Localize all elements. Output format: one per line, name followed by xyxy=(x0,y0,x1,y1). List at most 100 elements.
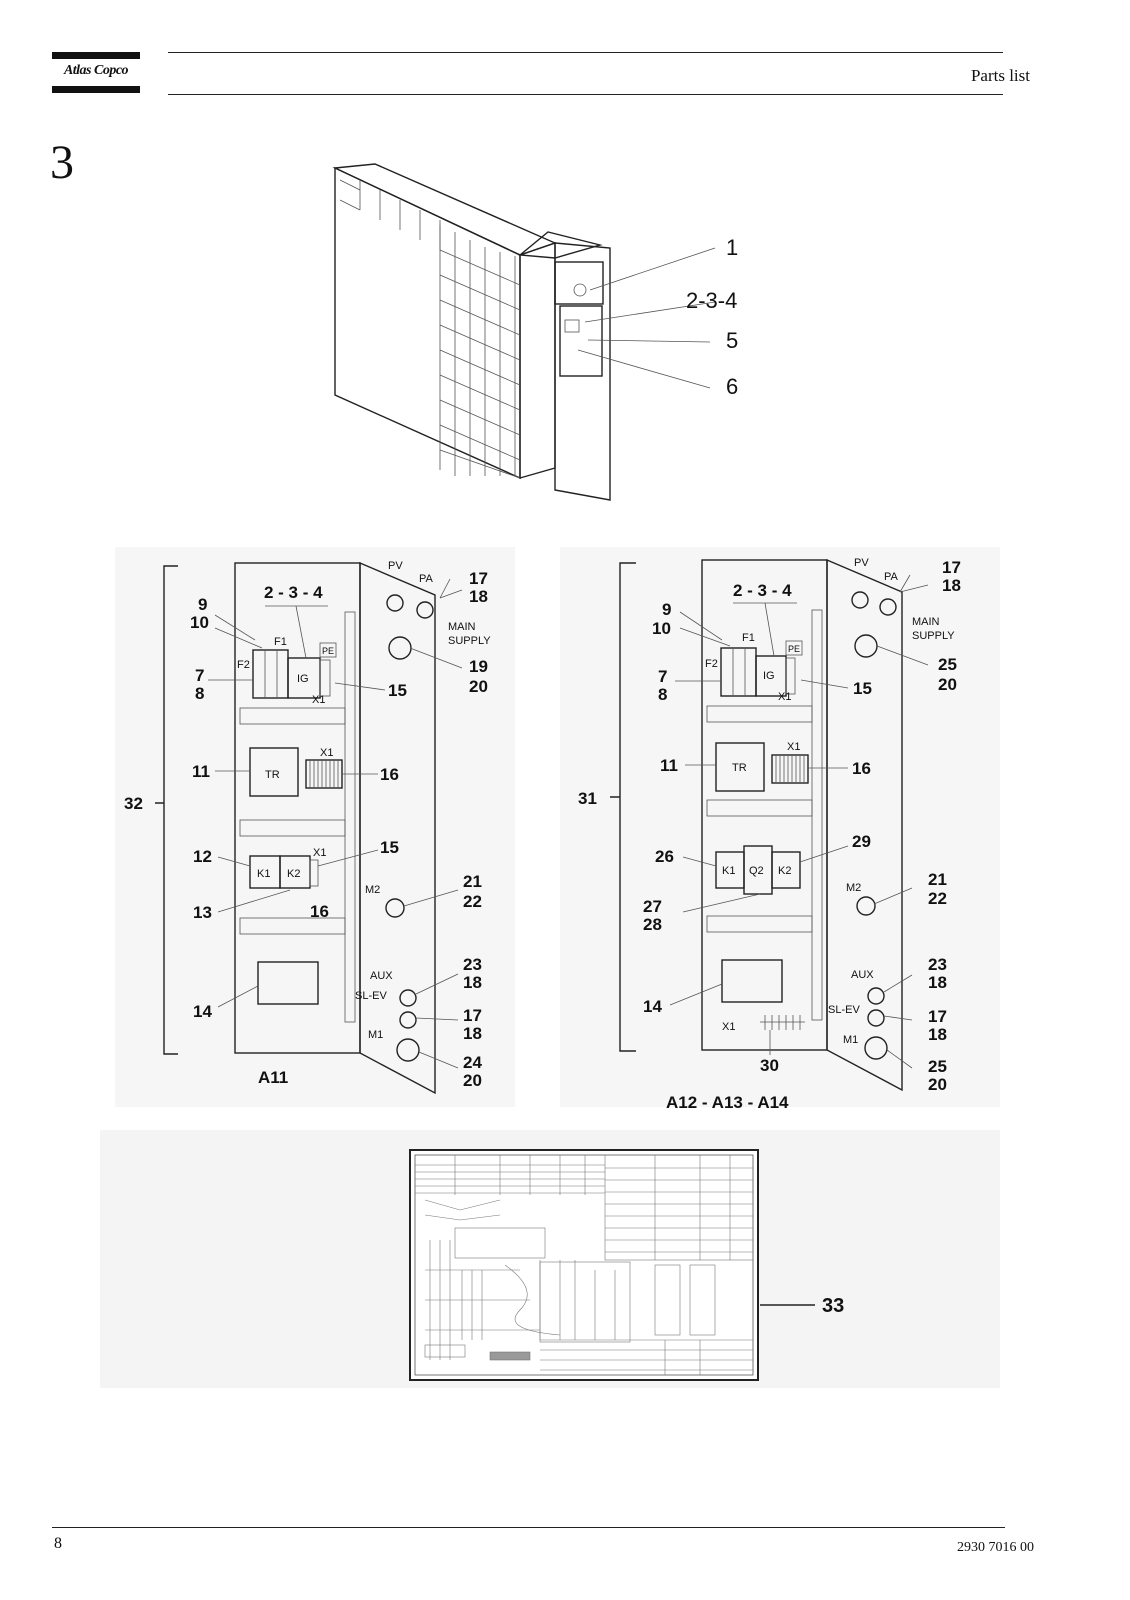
callout-6: 6 xyxy=(726,374,738,399)
a12-callout-17a: 17 xyxy=(942,558,961,577)
a12-label-ig: IG xyxy=(763,670,775,682)
callout-2-3-4: 2-3-4 xyxy=(686,288,737,313)
a11-label-sl-ev: SL-EV xyxy=(355,990,387,1002)
a12-callout-21: 21 xyxy=(928,870,947,889)
a12-label-pa: PA xyxy=(884,571,899,583)
a12-callout-8: 8 xyxy=(658,685,667,704)
a11-callout-13: 13 xyxy=(193,903,212,922)
a11-callout-8: 8 xyxy=(195,684,204,703)
a12-callout-7: 7 xyxy=(658,667,667,686)
panel-a12-figure: 31 F1 F2 IG PE X1 TR X1 K1 Q2 K2 X1 xyxy=(560,547,1000,1112)
a11-label-ig: IG xyxy=(297,673,309,685)
a11-callout-24: 24 xyxy=(463,1053,482,1072)
a12-callout-14: 14 xyxy=(643,997,662,1016)
a11-callout-9: 9 xyxy=(198,595,207,614)
a12-callout-16: 16 xyxy=(852,759,871,778)
a12-callout-20a: 20 xyxy=(938,675,957,694)
a11-callout-18c: 18 xyxy=(463,1024,482,1043)
callout-5: 5 xyxy=(726,328,738,353)
a12-label-x1-top: X1 xyxy=(778,691,791,703)
a12-label-tr: TR xyxy=(732,762,747,774)
a11-callout-21: 21 xyxy=(463,872,482,891)
a11-label-k1: K1 xyxy=(257,868,270,880)
a12-callout-26: 26 xyxy=(655,847,674,866)
a11-label-tr: TR xyxy=(265,769,280,781)
a11-callout-23: 23 xyxy=(463,955,482,974)
a11-label-supply: SUPPLY xyxy=(448,635,491,647)
a11-callout-14: 14 xyxy=(193,1002,212,1021)
a11-callout-16b: 16 xyxy=(310,902,329,921)
logo-wordmark: Atlas Copco xyxy=(63,63,129,78)
a12-callout-25b: 25 xyxy=(928,1057,947,1076)
callout-1: 1 xyxy=(726,235,738,260)
a12-label-k1: K1 xyxy=(722,865,735,877)
a12-label-k2: K2 xyxy=(778,865,791,877)
a12-callout-17b: 17 xyxy=(928,1007,947,1026)
a11-label-m1: M1 xyxy=(368,1029,383,1041)
a11-callout-11: 11 xyxy=(192,762,210,781)
a11-callout-15a: 15 xyxy=(388,681,407,700)
a11-callout-16a: 16 xyxy=(380,765,399,784)
a11-callout-7: 7 xyxy=(195,666,204,685)
a11-label-main: MAIN xyxy=(448,621,476,633)
dryer-unit-figure: 1 2-3-4 5 6 xyxy=(332,163,738,501)
a12-callout-29: 29 xyxy=(852,832,871,851)
a11-callout-12: 12 xyxy=(193,847,212,866)
a11-callout-10: 10 xyxy=(190,613,209,632)
a12-callout-20b: 20 xyxy=(928,1075,947,1094)
a11-label-x1-mid: X1 xyxy=(320,747,333,759)
a12-callout-10: 10 xyxy=(652,619,671,638)
a12-callout-30: 30 xyxy=(760,1056,779,1075)
logo-bottom-bar xyxy=(52,86,140,93)
page-number: 8 xyxy=(54,1535,62,1552)
document-number: 2930 7016 00 xyxy=(957,1540,1034,1555)
a12-callout-28: 28 xyxy=(643,915,662,934)
header-top-rule xyxy=(168,52,1003,53)
a12-label-pv: PV xyxy=(854,557,869,569)
a12-callout-22: 22 xyxy=(928,889,947,908)
a12-label-pe: PE xyxy=(788,644,800,654)
a11-callout-22: 22 xyxy=(463,892,482,911)
a11-label-pa: PA xyxy=(419,573,434,585)
a12-callout-18a: 18 xyxy=(942,576,961,595)
a12-label-supply: SUPPLY xyxy=(912,630,955,642)
a11-label-f2: F2 xyxy=(237,659,250,671)
a12-panel-label: A12 - A13 - A14 xyxy=(666,1093,789,1112)
a12-callout-18b: 18 xyxy=(928,973,947,992)
a11-label-f1: F1 xyxy=(274,636,287,648)
section-number: 3 xyxy=(50,136,74,189)
a12-callout-18c: 18 xyxy=(928,1025,947,1044)
a11-callout-15b: 15 xyxy=(380,838,399,857)
wiring-diagram-figure: 33 xyxy=(100,1130,1000,1388)
a12-label-sl-ev: SL-EV xyxy=(828,1004,860,1016)
a11-callout-32: 32 xyxy=(124,794,143,813)
a12-label-m2: M2 xyxy=(846,882,861,894)
a12-label-main: MAIN xyxy=(912,616,940,628)
a12-label-q2: Q2 xyxy=(749,865,764,877)
a12-callout-25a: 25 xyxy=(938,655,957,674)
a11-label-m2: M2 xyxy=(365,884,380,896)
wiring-callout-33: 33 xyxy=(822,1295,844,1317)
a12-callout-11: 11 xyxy=(660,756,678,775)
a11-callout-17a: 17 xyxy=(469,569,488,588)
a12-label-f1: F1 xyxy=(742,632,755,644)
a12-label-aux: AUX xyxy=(851,969,874,981)
a12-callout-2-3-4: 2 - 3 - 4 xyxy=(733,581,792,600)
a11-callout-17b: 17 xyxy=(463,1006,482,1025)
panel-a11-figure: 32 F1 F2 IG PE X1 TR X1 K1 K2 X1 xyxy=(115,547,515,1107)
a11-callout-20a: 20 xyxy=(469,677,488,696)
a11-label-pv: PV xyxy=(388,560,403,572)
a11-callout-2-3-4: 2 - 3 - 4 xyxy=(264,583,323,602)
a11-panel-label: A11 xyxy=(258,1068,288,1087)
a12-callout-23: 23 xyxy=(928,955,947,974)
a11-callout-18a: 18 xyxy=(469,587,488,606)
a12-callout-31: 31 xyxy=(578,789,597,808)
a11-label-x1-top: X1 xyxy=(312,694,325,706)
header-bottom-rule xyxy=(168,94,1003,95)
a11-label-k2: K2 xyxy=(287,868,300,880)
logo-top-bar xyxy=(52,52,140,59)
a11-label-x1-low: X1 xyxy=(313,847,326,859)
a12-label-x1-mid: X1 xyxy=(787,741,800,753)
a12-label-m1: M1 xyxy=(843,1034,858,1046)
